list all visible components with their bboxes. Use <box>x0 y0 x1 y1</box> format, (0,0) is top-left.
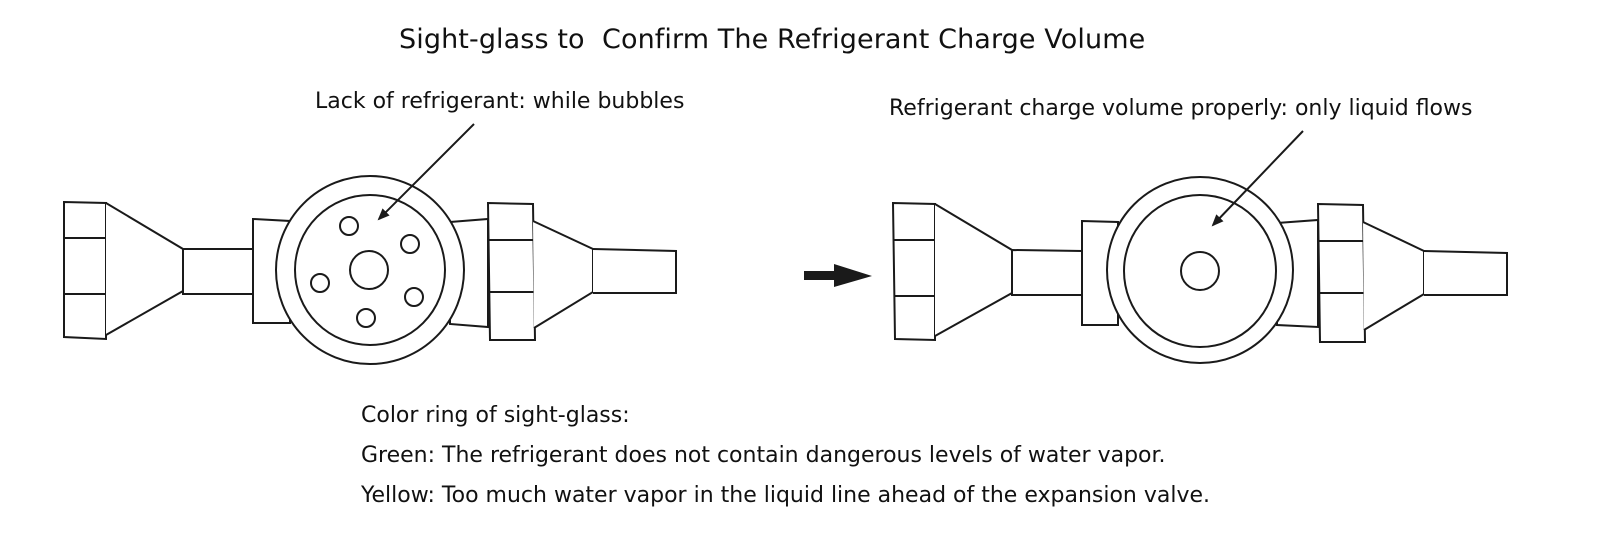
bubble <box>310 273 330 293</box>
left-inlet-tube <box>1011 248 1083 296</box>
callout-lack-of-refrigerant: Lack of refrigerant: while bubbles <box>315 89 685 114</box>
sight-glass-bubbles <box>63 175 677 365</box>
pointer-arrow-left <box>377 123 475 221</box>
left-fitting-cone <box>934 203 1013 337</box>
right-fitting-cone <box>1362 221 1425 331</box>
moisture-indicator <box>1180 251 1220 291</box>
right-outlet-tube <box>592 248 677 294</box>
note-yellow: Yellow: Too much water vapor in the liqu… <box>361 483 1211 508</box>
left-fitting-nut <box>891 201 936 342</box>
right-fitting-nut <box>1316 202 1367 343</box>
moisture-indicator <box>349 250 389 290</box>
page-title: Sight-glass to Confirm The Refrigerant C… <box>399 24 1146 55</box>
color-ring-notes: Color ring of sight-glass: Green: The re… <box>361 396 1210 516</box>
left-inlet-tube <box>182 248 254 295</box>
bubble <box>356 308 376 328</box>
sight-glass-liquid <box>891 176 1508 364</box>
right-fitting-nut <box>486 201 537 341</box>
left-fitting-nut <box>63 200 107 341</box>
callout-proper-charge: Refrigerant charge volume properly: only… <box>889 96 1473 121</box>
right-fitting-cone <box>532 220 594 329</box>
notes-heading: Color ring of sight-glass: <box>361 403 630 428</box>
bubble <box>400 234 420 254</box>
right-arrow-icon <box>804 264 872 287</box>
note-green: Green: The refrigerant does not contain … <box>361 443 1166 468</box>
left-fitting-cone <box>105 202 184 336</box>
bubble <box>339 216 359 236</box>
pointer-arrow-right <box>1211 130 1304 227</box>
bubble <box>404 287 424 307</box>
right-outlet-tube <box>1423 250 1508 296</box>
